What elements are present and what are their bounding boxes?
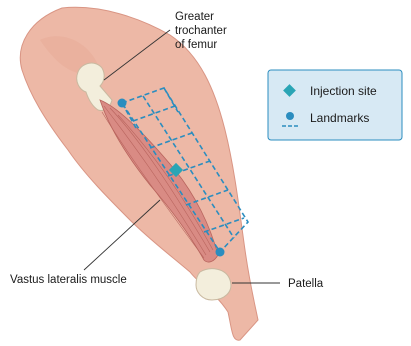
label-trochanter-line3: of femur [175,39,217,51]
label-vastus-lateralis: Vastus lateralis muscle [10,274,127,286]
label-trochanter-line1: Greater [175,11,214,23]
landmark-trochanter [118,99,127,108]
patella-bone [196,269,231,300]
legend: Injection site Landmarks [268,70,402,140]
label-patella: Patella [288,278,324,290]
label-trochanter-line2: trochanter [175,25,227,37]
landmark-knee [216,248,225,257]
legend-injection-label: Injection site [310,84,377,98]
legend-box [268,70,402,140]
legend-landmark-icon [286,112,294,120]
legend-landmarks-label: Landmarks [310,111,369,125]
